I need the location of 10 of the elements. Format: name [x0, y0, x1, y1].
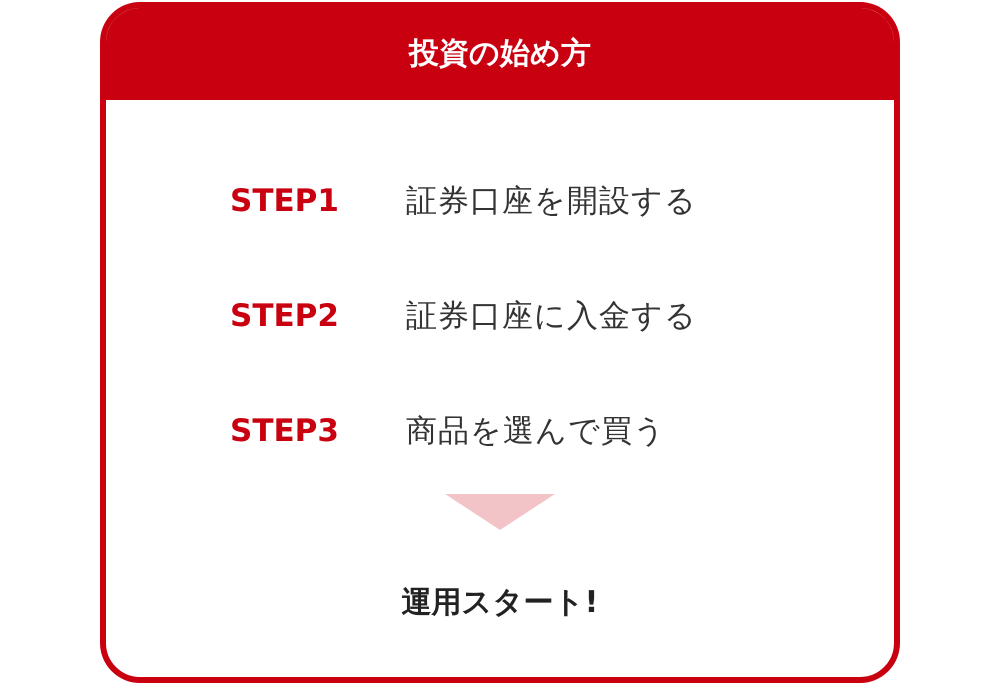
- step-text: 商品を選んで買う: [406, 412, 666, 450]
- card-frame: [100, 2, 900, 683]
- step-label: STEP3: [230, 412, 339, 450]
- step-text: 証券口座に入金する: [406, 297, 697, 335]
- step-label: STEP2: [230, 297, 339, 335]
- result-text: 運用スタート!: [402, 584, 598, 622]
- arrow: [445, 494, 555, 530]
- card-heading: 投資の始め方: [106, 8, 894, 100]
- step-label: STEP1: [230, 182, 339, 220]
- step-text: 証券口座を開設する: [406, 182, 697, 220]
